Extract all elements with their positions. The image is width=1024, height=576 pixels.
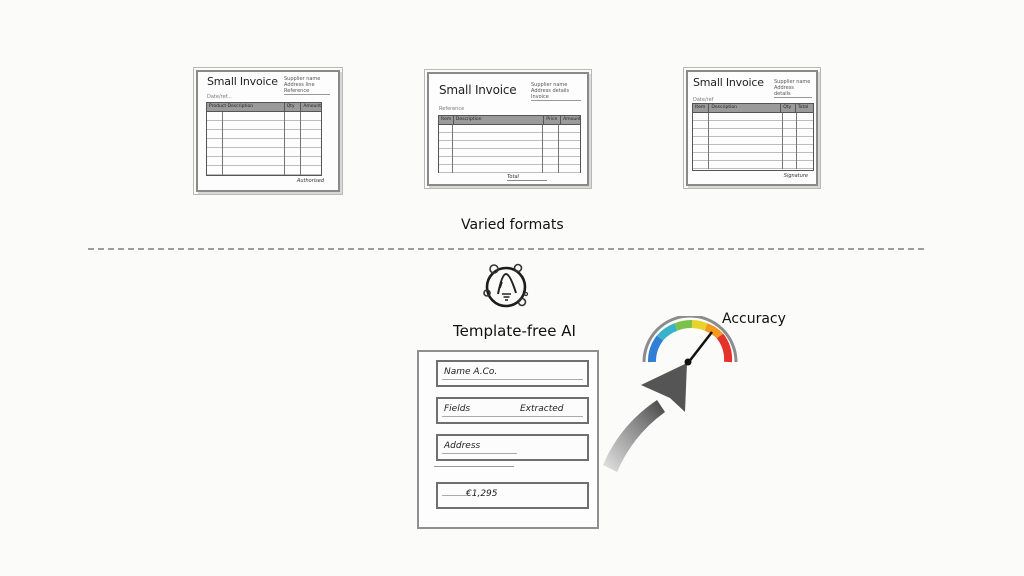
extracted-form: Name A.Co. Fields Extracted Address €1,2… bbox=[417, 350, 599, 529]
meta-line: Address details bbox=[531, 88, 570, 94]
column-header: Total bbox=[797, 105, 809, 110]
invoice-table: Item Description Price Amount bbox=[438, 115, 581, 173]
accuracy-gauge-icon bbox=[640, 314, 740, 366]
extracted-field-name: Name A.Co. bbox=[436, 360, 589, 387]
column-header: Item bbox=[439, 116, 454, 124]
ai-brain-icon bbox=[478, 260, 538, 312]
invoice-meta: Supplier name Address details bbox=[774, 79, 812, 98]
invoice-card-1: Small Invoice Supplier name Address line… bbox=[193, 67, 343, 195]
meta-line: Supplier name bbox=[774, 79, 811, 85]
accuracy-label: Accuracy bbox=[722, 311, 786, 327]
extracted-field-fields: Fields Extracted bbox=[436, 397, 589, 424]
table-header: Product Description Qty Amount bbox=[207, 103, 321, 112]
field-divider bbox=[434, 466, 514, 467]
template-free-ai-label: Template-free AI bbox=[453, 322, 576, 340]
invoice-meta: Supplier name Address line Reference bbox=[284, 76, 330, 95]
table-body bbox=[207, 112, 321, 175]
accuracy-arrow-icon bbox=[595, 330, 705, 480]
field-value: Extracted bbox=[520, 404, 564, 414]
column-header: Product Description bbox=[207, 103, 285, 111]
column-header: Qty bbox=[285, 103, 302, 111]
field-label: Name A.Co. bbox=[444, 367, 498, 377]
invoice-subtitle: Date/ref bbox=[693, 97, 714, 103]
invoice-table: Product Description Qty Amount bbox=[206, 102, 322, 176]
meta-line: Supplier name bbox=[284, 76, 321, 82]
table-header: Item Description Qty Total bbox=[693, 104, 813, 113]
column-header: Qty bbox=[781, 104, 796, 112]
column-header: Description bbox=[709, 104, 782, 112]
field-label: Fields bbox=[444, 404, 471, 414]
invoice-card-3: Small Invoice Supplier name Address deta… bbox=[683, 67, 821, 189]
column-header: Amount bbox=[563, 117, 580, 122]
section-divider bbox=[88, 248, 924, 250]
column-header: Amount bbox=[303, 104, 321, 109]
invoice-meta: Supplier name Address details Invoice bbox=[531, 82, 581, 101]
meta-line: Invoice bbox=[531, 94, 581, 101]
invoice-title: Small Invoice bbox=[693, 76, 764, 89]
meta-line: Reference bbox=[284, 88, 330, 95]
table-body bbox=[439, 125, 580, 173]
invoice-signature: Total bbox=[507, 174, 547, 181]
field-value: €1,295 bbox=[466, 489, 498, 499]
extracted-field-address: Address bbox=[436, 434, 589, 461]
table-body bbox=[693, 113, 813, 169]
extracted-field-amount: €1,295 bbox=[436, 482, 589, 509]
meta-line: Address line bbox=[284, 82, 315, 88]
field-label: Address bbox=[444, 441, 481, 451]
invoice-subtitle: Date/ref... bbox=[207, 94, 232, 100]
invoice-title: Small Invoice bbox=[207, 75, 278, 88]
invoice-card-2: Small Invoice Supplier name Address deta… bbox=[424, 69, 592, 189]
column-header: Item bbox=[693, 104, 710, 112]
invoice-subtitle: Reference bbox=[439, 106, 465, 112]
table-header: Item Description Price Amount bbox=[439, 116, 580, 125]
invoice-title: Small Invoice bbox=[439, 83, 517, 97]
varied-formats-label: Varied formats bbox=[461, 217, 564, 233]
invoice-table: Item Description Qty Total bbox=[692, 103, 814, 171]
column-header: Price bbox=[544, 116, 562, 124]
meta-line: Supplier name bbox=[531, 82, 568, 88]
invoice-signature: Signature bbox=[783, 173, 808, 179]
column-header: Description bbox=[454, 116, 545, 124]
meta-line: Address details bbox=[774, 85, 812, 98]
invoice-signature: Authorised bbox=[296, 178, 324, 184]
